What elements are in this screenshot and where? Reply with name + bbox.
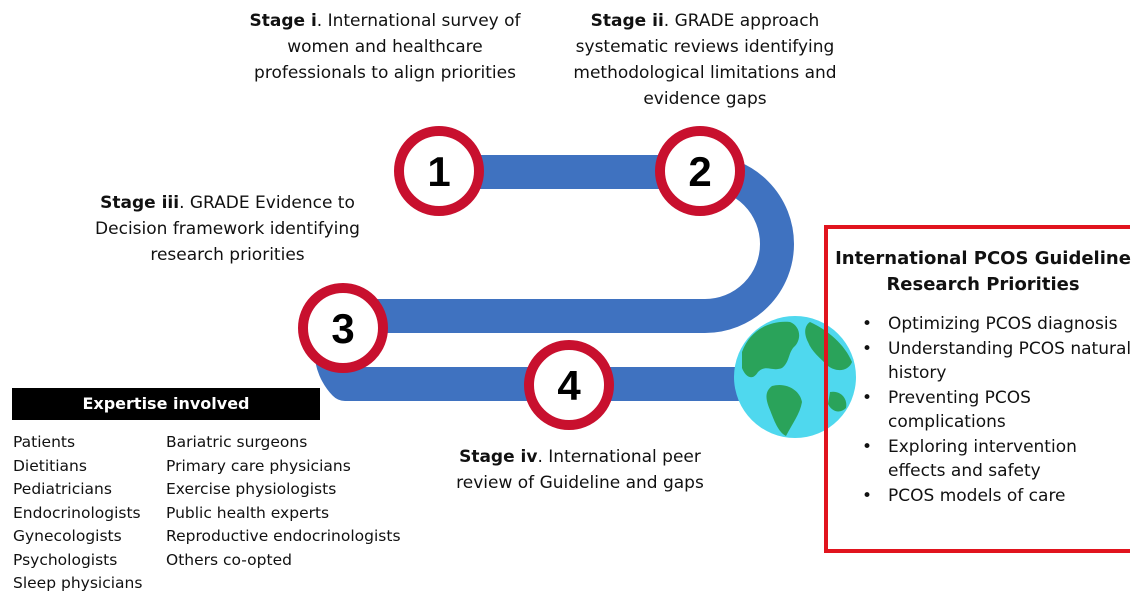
expertise-item: Others co-opted xyxy=(166,550,292,569)
stage-4-label: Stage iv xyxy=(459,447,538,467)
expertise-item: Sleep physicians xyxy=(13,574,143,592)
expertise-item: Primary care physicians xyxy=(166,456,351,475)
priorities-box xyxy=(824,225,1130,553)
priorities-list: Optimizing PCOS diagnosis Understanding … xyxy=(858,312,1136,508)
stage-2-marker: 2 xyxy=(655,126,745,216)
expertise-header: Expertise involved xyxy=(12,388,320,420)
stage-3-text: . GRADE Evidence to Decision framework i… xyxy=(95,193,360,265)
stage-2-description: Stage ii. GRADE approach systematic revi… xyxy=(560,8,850,112)
stage-1-marker: 1 xyxy=(394,126,484,216)
stage-4-text: . International peer review of Guideline… xyxy=(456,447,704,493)
priority-item: Exploring intervention effects and safet… xyxy=(858,435,1136,484)
expertise-item: Reproductive endocrinologists xyxy=(166,527,401,545)
expertise-item: Pediatricians xyxy=(13,480,112,498)
stage-3-number: 3 xyxy=(331,305,354,352)
expertise-item: Psychologists xyxy=(13,550,118,569)
expertise-list-right: Bariatric surgeons Primary care physicia… xyxy=(166,431,401,572)
priority-item: Understanding PCOS natural history xyxy=(858,337,1136,386)
stage-1-description: Stage i. International survey of women a… xyxy=(240,8,530,86)
stage-4-marker: 4 xyxy=(524,340,614,430)
stage-2-label: Stage ii xyxy=(590,11,664,31)
priority-item: PCOS models of care xyxy=(858,484,1136,509)
expertise-item: Bariatric surgeons xyxy=(166,433,308,451)
expertise-item: Public health experts xyxy=(166,503,330,522)
stage-4-number: 4 xyxy=(557,362,581,409)
expertise-item: Patients xyxy=(13,433,76,451)
stage-2-number: 2 xyxy=(688,148,711,195)
priority-item: Preventing PCOS complications xyxy=(858,386,1136,435)
stage-3-marker: 3 xyxy=(298,283,388,373)
stage-3-label: Stage iii xyxy=(100,193,180,213)
stage-1-label: Stage i xyxy=(249,11,317,31)
priorities-title: International PCOS Guideline Research Pr… xyxy=(835,248,1131,295)
expertise-item: Endocrinologists xyxy=(13,503,141,522)
stage-1-text: . International survey of women and heal… xyxy=(254,11,521,83)
priority-item: Optimizing PCOS diagnosis xyxy=(858,312,1136,337)
expertise-item: Gynecologists xyxy=(13,527,122,545)
expertise-item: Exercise physiologists xyxy=(166,480,337,498)
stage-2-text: . GRADE approach systematic reviews iden… xyxy=(573,11,837,109)
expertise-list-left: Patients Dietitians Pediatricians Endocr… xyxy=(13,431,142,596)
stage-1-number: 1 xyxy=(427,148,450,195)
expertise-item: Dietitians xyxy=(13,456,87,475)
stage-4-description: Stage iv. International peer review of G… xyxy=(440,444,720,496)
stage-3-description: Stage iii. GRADE Evidence to Decision fr… xyxy=(90,190,365,268)
